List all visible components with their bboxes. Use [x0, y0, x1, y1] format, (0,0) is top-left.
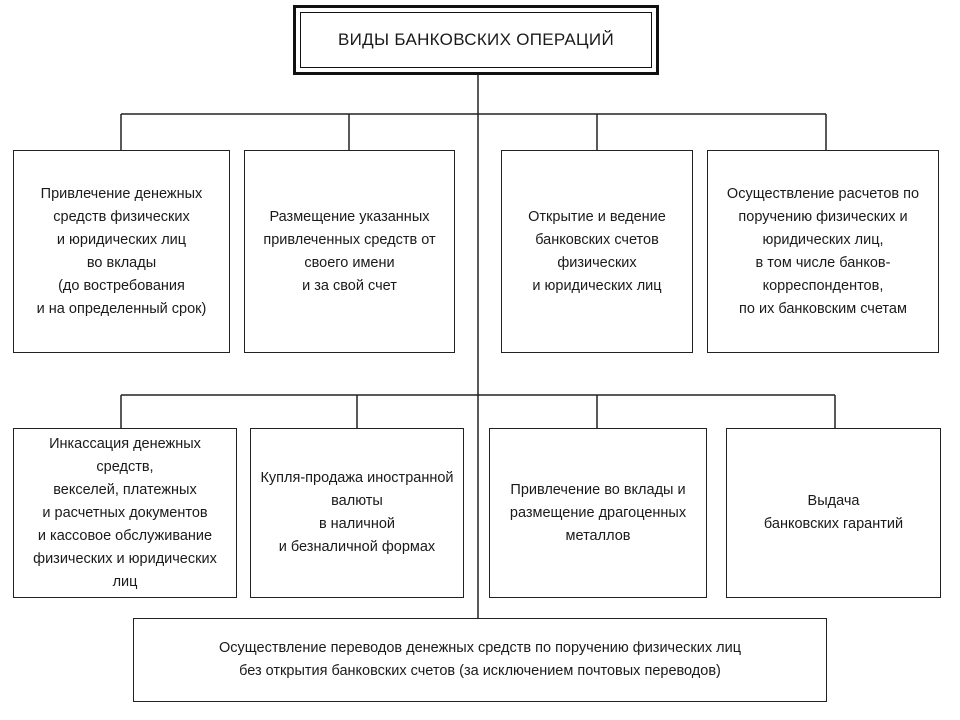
title-inner: ВИДЫ БАНКОВСКИХ ОПЕРАЦИЙ [300, 12, 652, 68]
node-currency-exchange: Купля-продажа иностранной валюты в налич… [250, 428, 464, 598]
node-label: Привлечение во вклады и размещение драго… [509, 481, 687, 544]
node-money-transfers: Осуществление переводов денежных средств… [133, 618, 827, 702]
node-collection: Инкассация денежных средств, векселей, п… [13, 428, 237, 598]
node-label: Купля-продажа иностранной валюты в налич… [260, 470, 454, 555]
node-precious-metals: Привлечение во вклады и размещение драго… [489, 428, 707, 598]
node-label: Размещение указанных привлеченных средст… [263, 208, 436, 294]
node-attract-deposits: Привлечение денежных средств физических … [13, 150, 230, 353]
node-label: Инкассация денежных средств, векселей, п… [33, 435, 217, 590]
node-label: Осуществление переводов денежных средств… [218, 640, 742, 679]
node-label: Осуществление расчетов по поручению физи… [726, 185, 920, 317]
node-bank-guarantees: Выдача банковских гарантий [726, 428, 941, 598]
node-label: Открытие и ведение банковских счетов физ… [528, 208, 666, 294]
node-label: Выдача банковских гарантий [763, 493, 904, 532]
node-open-accounts: Открытие и ведение банковских счетов физ… [501, 150, 693, 353]
node-settlements: Осуществление расчетов по поручению физи… [707, 150, 939, 353]
diagram-title: ВИДЫ БАНКОВСКИХ ОПЕРАЦИЙ [338, 30, 614, 49]
node-label: Привлечение денежных средств физических … [36, 185, 207, 317]
title-box: ВИДЫ БАНКОВСКИХ ОПЕРАЦИЙ [293, 5, 659, 75]
node-place-funds: Размещение указанных привлеченных средст… [244, 150, 455, 353]
